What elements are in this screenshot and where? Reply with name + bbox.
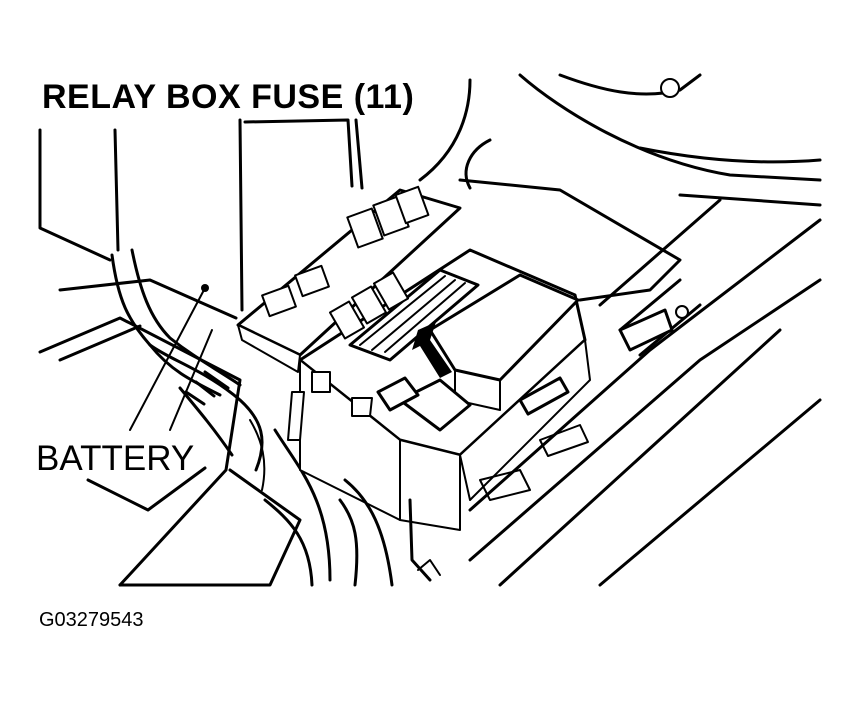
back-panel — [38, 118, 364, 320]
fender-structure — [418, 73, 822, 587]
battery-callout-label: BATTERY — [36, 439, 195, 478]
callout-leaders — [129, 284, 213, 431]
terminal-posts — [287, 371, 373, 441]
battery-shape — [38, 316, 302, 587]
relay-box-tray — [236, 185, 462, 373]
diagram-title: RELAY BOX FUSE (11) — [42, 78, 415, 116]
lower-cables — [263, 478, 441, 587]
fuse-pointer-arrow — [412, 322, 452, 378]
battery-leader-line — [129, 287, 206, 431]
battery-leader-dot — [201, 284, 209, 292]
relay-modules — [376, 273, 580, 432]
fuse-block — [328, 268, 480, 362]
figure-id-label: G03279543 — [39, 609, 144, 631]
wiring-harness — [110, 248, 359, 587]
